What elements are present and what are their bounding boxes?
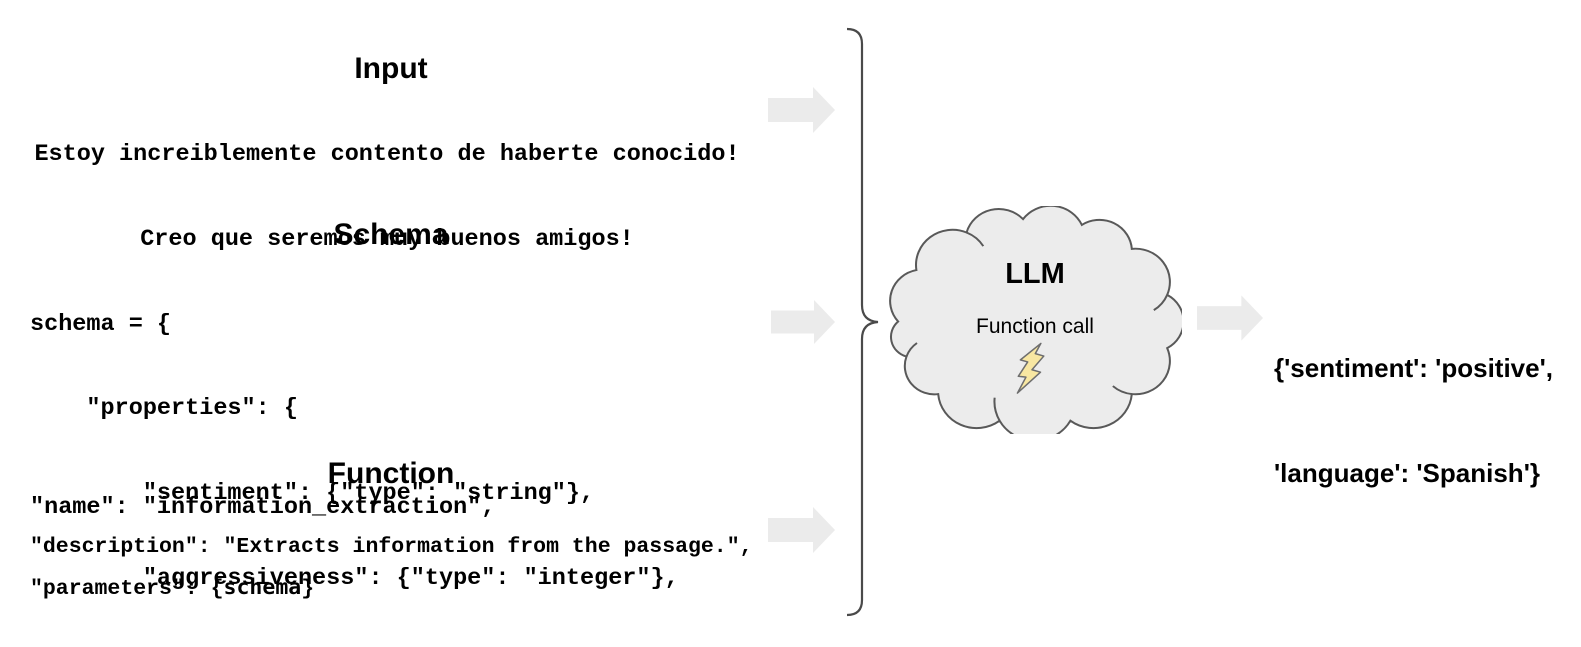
function-parameters-line: "parameters": {schema} [30,575,314,601]
input-section-title: Input [354,52,428,85]
input-text-line: Estoy increiblemente contento de haberte… [34,140,740,168]
schema-code-line: "aggressiveness": {"type": "integer"}, [30,565,679,593]
function-parameters-suffix: } [301,577,315,601]
function-description-line: "description": "Extracts information fro… [30,535,753,559]
function-parameters-schema-variable: schema [223,575,302,600]
output-arrow-icon [1197,295,1263,341]
schema-code-line: "properties": { [30,395,298,423]
function-section-title: Function [327,457,455,490]
input-arrow-icon [768,87,835,133]
llm-cloud-shape [889,206,1182,434]
schema-code-block: schema = { "properties": { "sentiment": … [30,254,679,647]
llm-function-call-label: Function call [976,315,1094,338]
function-arrow-icon [768,507,835,553]
function-name-line: "name": "information_extraction", [30,494,496,521]
llm-label: LLM [1005,258,1065,290]
schema-code-line: "sentiment": {"type": "string"}, [30,480,595,508]
curly-brace [846,27,879,617]
schema-arrow-icon [771,300,835,344]
schema-code-line: schema = { [30,310,172,338]
output-result-line: 'language': 'Spanish'} [1274,458,1540,488]
output-result-text: {'sentiment': 'positive', 'language': 'S… [1274,281,1553,561]
schema-section-title: Schema [333,218,449,251]
lightning-bolt-icon [1016,342,1045,394]
output-result-line: {'sentiment': 'positive', [1274,353,1554,383]
input-text-line: Creo que seremos muy buenos amigos! [140,226,634,254]
input-text: Estoy increiblemente contento de haberte… [27,84,747,311]
function-parameters-prefix: "parameters": { [30,577,224,601]
